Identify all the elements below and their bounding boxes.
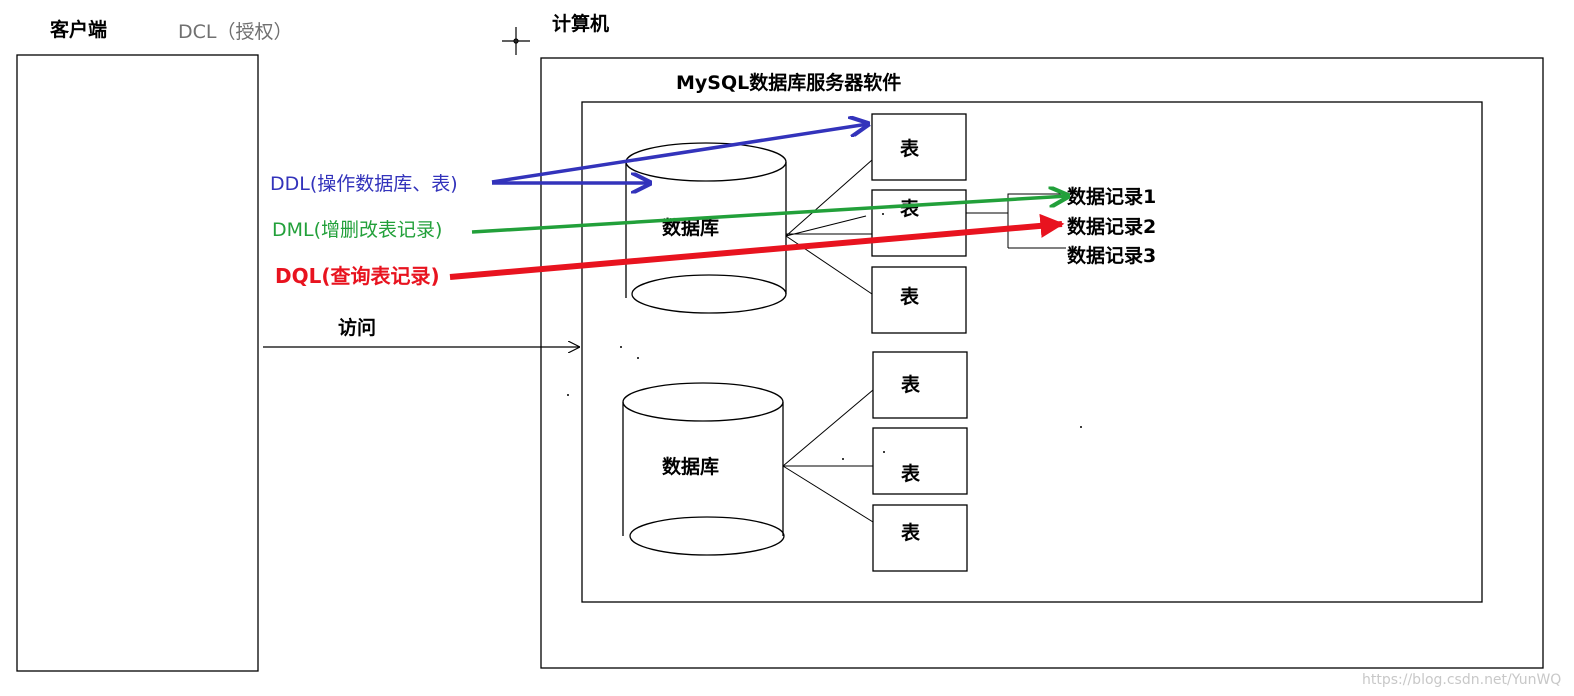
ddl-label: DDL(操作数据库、表) [270,173,458,195]
access-label: 访问 [338,316,376,339]
computer-title: 计算机 [552,12,609,35]
mysql-title: MySQL数据库服务器软件 [676,71,901,94]
stray-dots [567,213,1082,460]
dml-label: DML(增删改表记录) [272,219,442,241]
db1-table-connectors [785,159,873,295]
table-box-2 [871,189,967,257]
table-box-4 [872,351,968,419]
dql-label: DQL(查询表记录) [275,264,440,288]
crosshair-cursor-icon [502,27,530,55]
record-label-2: 数据记录2 [1067,215,1156,238]
computer-box [540,57,1544,669]
dcl-label: DCL（授权） [178,21,292,43]
table-label-6: 表 [901,521,921,544]
table-box-1 [871,113,967,181]
dml-arrow-to-record [471,196,1068,234]
mysql-server-box [581,101,1483,603]
table-box-3 [871,266,967,334]
client-title: 客户端 [50,18,107,41]
dql-arrow-to-record [449,213,1065,280]
db2-table-connectors [782,389,874,523]
database-label-2: 数据库 [662,455,719,478]
client-box [16,54,259,672]
table-box-6 [872,504,968,572]
table-label-2: 表 [900,197,920,220]
watermark: https://blog.csdn.net/YunWQ [1362,672,1561,688]
table-box-5 [872,427,968,495]
database-label-1: 数据库 [662,216,719,239]
database-cylinder-2 [622,382,785,556]
table-label-5: 表 [901,462,921,485]
record-label-1: 数据记录1 [1067,185,1156,208]
table-label-4: 表 [901,373,921,396]
ddl-arrow-to-table [491,124,868,184]
table-label-3: 表 [900,285,920,308]
table-label-1: 表 [900,137,920,160]
record-label-3: 数据记录3 [1067,244,1156,267]
